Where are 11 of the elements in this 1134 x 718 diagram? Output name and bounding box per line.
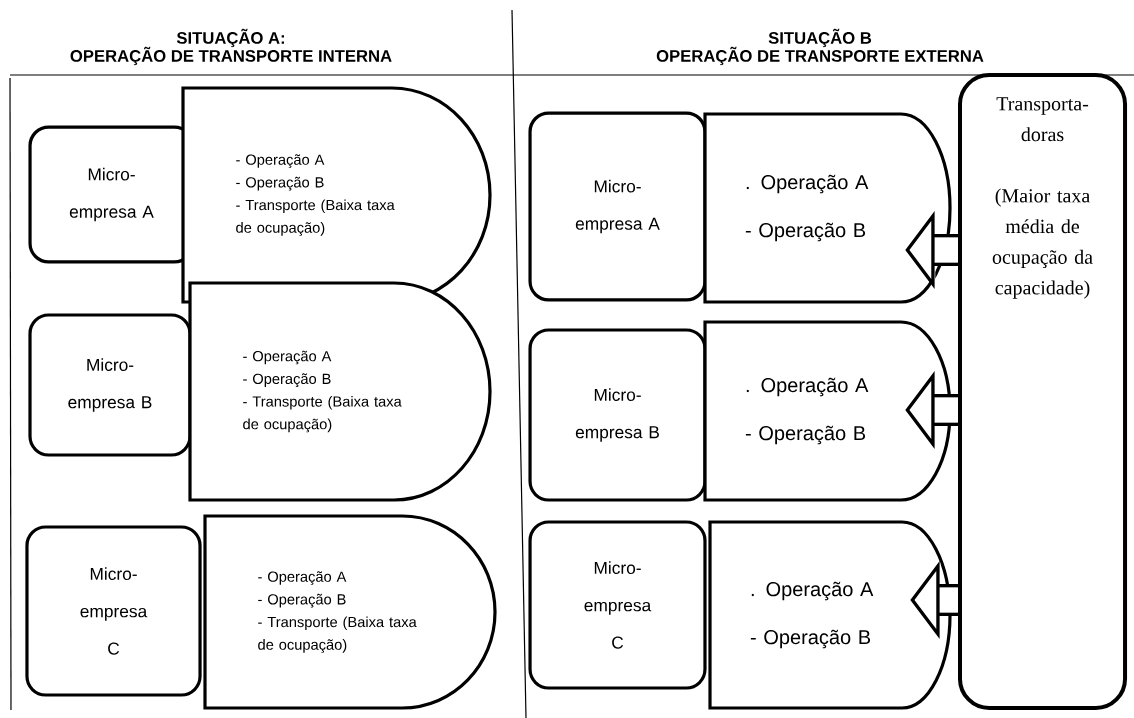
company-box: Micro- empresa C (25, 525, 202, 697)
carrier-box: Transporta- doras (Maior taxa média de ocupação da capacidade) (958, 72, 1128, 711)
company-box: Micro- empresa A (528, 111, 707, 302)
company-box: Micro- empresa A (28, 125, 195, 264)
company-box: Micro- empresa C (528, 520, 707, 690)
heading: SITUAÇÃO A: (176, 28, 284, 48)
heading: OPERAÇÃO DE TRANSPORTE INTERNA (70, 46, 392, 66)
heading: SITUAÇÃO B (768, 28, 872, 48)
company-box: Micro- empresa B (528, 328, 707, 502)
heading: OPERAÇÃO DE TRANSPORTE EXTERNA (656, 46, 984, 66)
company-box: Micro- empresa B (28, 313, 192, 457)
